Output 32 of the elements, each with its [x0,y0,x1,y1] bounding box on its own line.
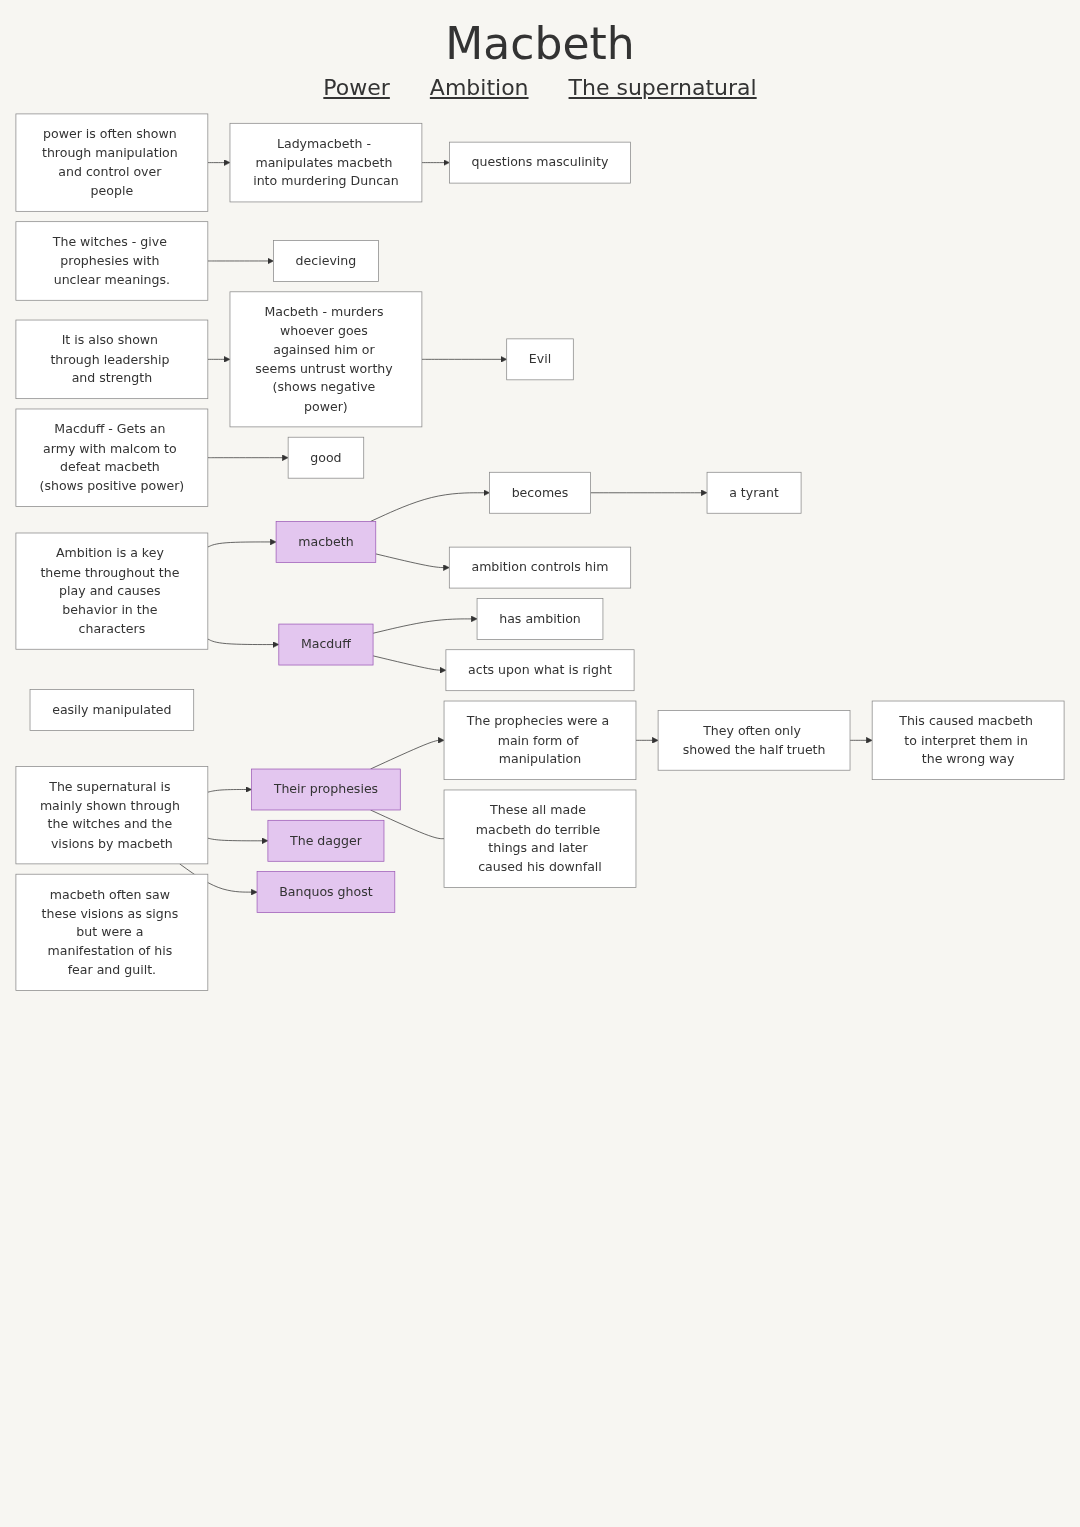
node-box: decieving [273,240,379,282]
node-box: The prophecies were a main form of manipulation [443,700,637,780]
node-box: ambition controls him [448,546,632,589]
node-box: Macduff [278,623,374,666]
node-box: easily manipulated [29,689,195,731]
node-box: These all made macbeth do terrible things and later caused his downfall [443,789,637,888]
node-box: This caused macbeth to interpret them in the wrong way [871,700,1065,780]
node-box: power is often shown through manipulation and control over people [15,113,209,212]
node-box: Banquos ghost [256,871,396,913]
title: Macbeth [445,18,635,69]
node-box: The witches - give prophesies with unclear meanings. [15,221,209,301]
section-heading: The supernatural [568,75,757,100]
node-box: The dagger [267,819,385,862]
node-box: They often only showed the half trueth [657,710,851,771]
node-box: macbeth [275,521,377,563]
node-box: good [287,436,365,479]
section-heading: Power [323,75,390,100]
node-box: Their prophesies [251,768,401,811]
node-box: It is also shown through leadership and strength [15,319,209,399]
node-box: a tyrant [706,471,802,514]
section-heading: Ambition [429,75,529,100]
node-box: Ambition is a key theme throughout the play and causes behavior in the characters [15,532,209,650]
node-box: questions masculinity [449,141,631,184]
node-box: macbeth often saw these visions as signs but were a manifestation of his fear and guilt. [15,873,209,991]
node-box: acts upon what is right [445,649,635,692]
node-box: Macbeth - murders whoever goes againsed him or seems untrust worthy (shows negative power) [229,291,423,428]
node-box: Macduff - Gets an army with malcom to defeat macbeth (shows positive power) [15,408,209,507]
node-box: Evil [506,338,574,381]
node-box: The supernatural is mainly shown through the witches and the visions by macbeth [15,766,209,865]
node-box: Ladymacbeth - manipulates macbeth into murdering Duncan [229,122,423,203]
node-box: becomes [489,471,591,514]
node-box: has ambition [476,598,604,640]
